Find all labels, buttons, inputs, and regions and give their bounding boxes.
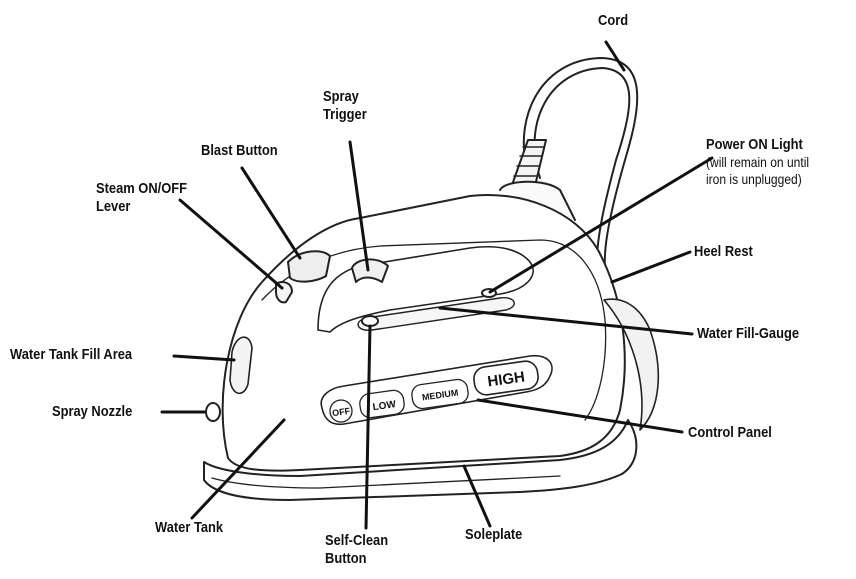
leader-lines bbox=[160, 40, 714, 530]
leader-power-light bbox=[488, 156, 714, 294]
label-steam-lever-line1: Steam ON/OFF bbox=[96, 180, 188, 197]
label-self-clean-button: Self-Clean Button bbox=[325, 532, 388, 568]
label-water-fill-gauge: Water Fill-Gauge bbox=[697, 325, 799, 343]
label-water-fill-gauge-text: Water Fill-Gauge bbox=[697, 325, 800, 342]
label-power-light-text: Power ON Light bbox=[706, 136, 803, 153]
label-soleplate: Soleplate bbox=[465, 526, 522, 544]
label-heel-rest-text: Heel Rest bbox=[694, 243, 753, 260]
leader-control-panel bbox=[476, 398, 684, 434]
label-heel-rest: Heel Rest bbox=[694, 243, 753, 261]
iron-body-drawing bbox=[221, 194, 626, 472]
leader-cord bbox=[604, 40, 626, 72]
label-spray-trigger-line1: Spray bbox=[323, 88, 359, 105]
label-water-tank-fill-area: Water Tank Fill Area bbox=[10, 346, 132, 364]
label-blast-button: Blast Button bbox=[201, 142, 278, 160]
label-water-tank-fill-area-text: Water Tank Fill Area bbox=[10, 346, 133, 363]
label-spray-nozzle: Spray Nozzle bbox=[52, 403, 132, 421]
label-soleplate-text: Soleplate bbox=[465, 526, 523, 543]
control-panel-drawing bbox=[320, 354, 553, 426]
label-steam-lever: Steam ON/OFF Lever bbox=[96, 180, 187, 216]
leader-soleplate bbox=[462, 464, 492, 528]
leader-blast-button bbox=[240, 166, 302, 260]
heel-rest-drawing bbox=[603, 298, 660, 431]
panel-off-label: OFF bbox=[332, 406, 352, 418]
panel-high-label: HIGH bbox=[486, 368, 526, 390]
leader-fill-area bbox=[172, 354, 236, 362]
self-clean-button-drawing bbox=[361, 315, 379, 327]
label-water-tank-text: Water Tank bbox=[155, 519, 224, 536]
label-power-light-note-line2: iron is unplugged) bbox=[706, 171, 802, 187]
label-control-panel: Control Panel bbox=[688, 424, 772, 442]
label-cord-text: Cord bbox=[598, 12, 629, 29]
spray-trigger-drawing bbox=[351, 258, 389, 283]
leader-steam-lever bbox=[178, 198, 284, 290]
cord-drawing bbox=[522, 57, 639, 306]
leader-spray-trigger bbox=[348, 140, 370, 272]
label-water-tank: Water Tank bbox=[155, 519, 223, 537]
label-power-light-note-line1: (will remain on until bbox=[706, 154, 810, 170]
label-spray-trigger-line2: Trigger bbox=[323, 106, 367, 123]
label-control-panel-text: Control Panel bbox=[688, 424, 772, 441]
soleplate-drawing bbox=[203, 419, 638, 501]
fill-area-drawing bbox=[229, 336, 253, 395]
blast-button-drawing bbox=[287, 250, 331, 283]
spray-nozzle-drawing bbox=[205, 402, 221, 422]
label-self-clean-line1: Self-Clean bbox=[325, 532, 389, 549]
panel-low-label: LOW bbox=[372, 399, 397, 413]
label-blast-button-text: Blast Button bbox=[201, 142, 278, 159]
water-gauge-drawing bbox=[357, 297, 515, 331]
label-steam-lever-line2: Lever bbox=[96, 198, 131, 215]
label-spray-trigger: Spray Trigger bbox=[323, 88, 367, 124]
label-cord: Cord bbox=[598, 12, 628, 30]
label-spray-nozzle-text: Spray Nozzle bbox=[52, 403, 133, 420]
label-power-light: Power ON Light (will remain on until iro… bbox=[706, 136, 809, 188]
leader-heel-rest bbox=[610, 250, 692, 284]
leader-water-gauge bbox=[438, 306, 694, 336]
leader-water-tank bbox=[190, 418, 286, 520]
label-self-clean-line2: Button bbox=[325, 550, 367, 567]
leader-self-clean bbox=[364, 324, 372, 530]
